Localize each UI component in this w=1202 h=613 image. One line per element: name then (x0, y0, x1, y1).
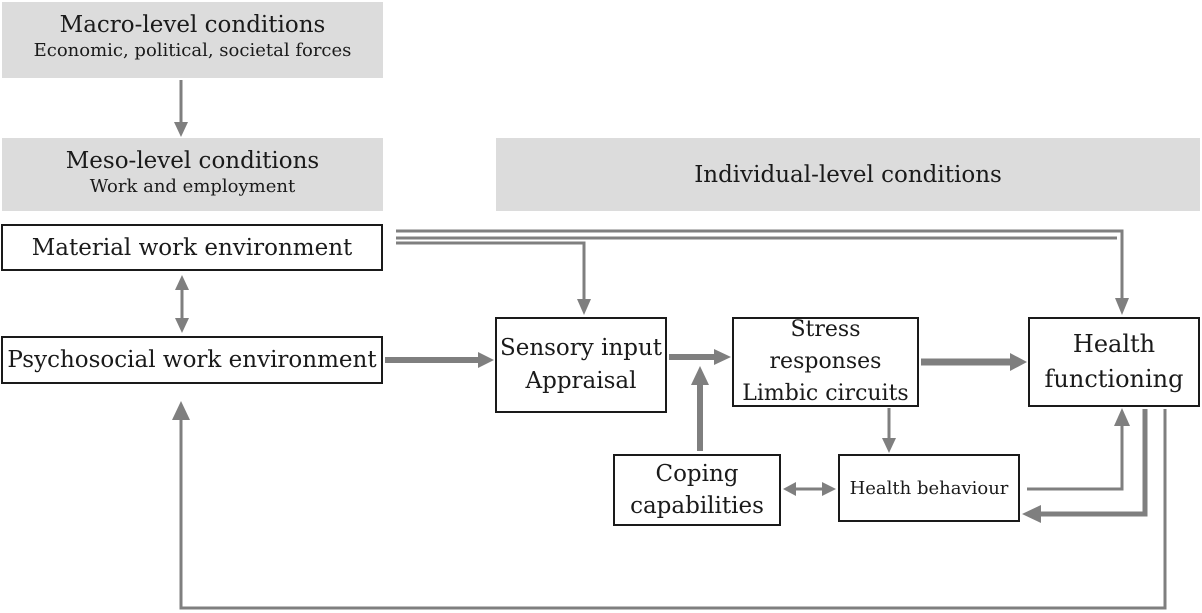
arrowhead-stress-left (714, 349, 731, 365)
arrowhead-sensory-left (478, 352, 494, 368)
psychosocial-work-environment-box: Psychosocial work environment (1, 336, 383, 384)
individual-level-banner: Individual-level conditions (496, 138, 1200, 211)
health-label: Health (1072, 330, 1156, 358)
arrowhead-sensory-top (577, 299, 591, 315)
sensory-input-box: Sensory input Appraisal (495, 317, 667, 413)
arrowhead-material-up (175, 275, 189, 290)
functioning-label: functioning (1044, 365, 1184, 393)
material-work-environment-box: Material work environment (1, 224, 383, 271)
health-functioning-box: Health functioning (1028, 317, 1200, 407)
coping-label: Coping (655, 461, 739, 487)
sensory-input-label: Sensory input (499, 335, 663, 361)
arrowhead-behaviour-top (882, 438, 896, 453)
arrowhead-coping-up (691, 366, 709, 385)
health-behaviour-label: Health behaviour (849, 477, 1009, 499)
arrowhead-health-top (1115, 298, 1129, 315)
appraisal-label: Appraisal (525, 368, 637, 394)
arrowhead-coping-right (783, 482, 796, 496)
stress-responses-box: Stress responses Limbic circuits (732, 317, 919, 407)
meso-level-subtitle: Work and employment (89, 176, 296, 197)
arrowhead-behaviour-left (822, 482, 836, 496)
macro-level-subtitle: Economic, political, societal forces (33, 40, 352, 61)
stress-responses-label: Stress responses (769, 317, 882, 374)
meso-level-title: Meso-level conditions (65, 148, 320, 174)
arrowhead-psychosocial-down (175, 318, 189, 333)
macro-level-banner: Macro-level conditions Economic, politic… (2, 2, 383, 78)
meso-level-banner: Meso-level conditions Work and employmen… (2, 138, 383, 211)
arrowhead-health-bottom (1114, 408, 1130, 426)
arrow-feedback-loop (179, 409, 1167, 610)
psychosocial-work-environment-label: Psychosocial work environment (7, 347, 377, 373)
arrowhead-psychosocial-bottom (172, 401, 190, 420)
arrowhead-health-left (1010, 353, 1027, 371)
material-work-environment-label: Material work environment (31, 234, 353, 261)
macro-level-title: Macro-level conditions (59, 12, 326, 38)
limbic-circuits-label: Limbic circuits (742, 381, 909, 406)
arrow-material-to-sensory (396, 241, 586, 302)
arrowhead-meso (174, 122, 188, 137)
arrow-material-to-health-outer (396, 229, 1124, 300)
arrowhead-behaviour-right (1022, 505, 1041, 523)
arrow-behaviour-to-health (1027, 424, 1124, 491)
health-behaviour-box: Health behaviour (838, 454, 1020, 522)
coping-capabilities-box: Coping capabilities (613, 454, 781, 526)
capabilities-label: capabilities (630, 493, 764, 519)
arrow-health-to-behaviour (1040, 409, 1148, 517)
individual-level-title: Individual-level conditions (694, 161, 1002, 188)
